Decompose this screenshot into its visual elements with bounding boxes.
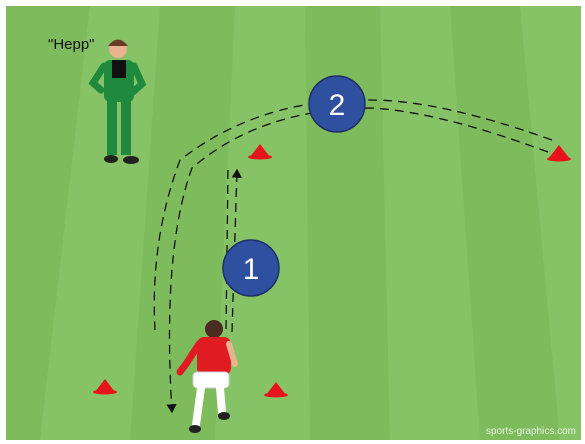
- pitch: [6, 6, 581, 440]
- watermark: sports-graphics.com: [486, 426, 576, 437]
- marker-1: 1: [223, 240, 279, 296]
- marker-2-number: 2: [329, 89, 346, 122]
- marker-1-number: 1: [243, 253, 260, 286]
- marker-2: 2: [309, 76, 365, 132]
- coach-quote: "Hepp": [48, 36, 95, 53]
